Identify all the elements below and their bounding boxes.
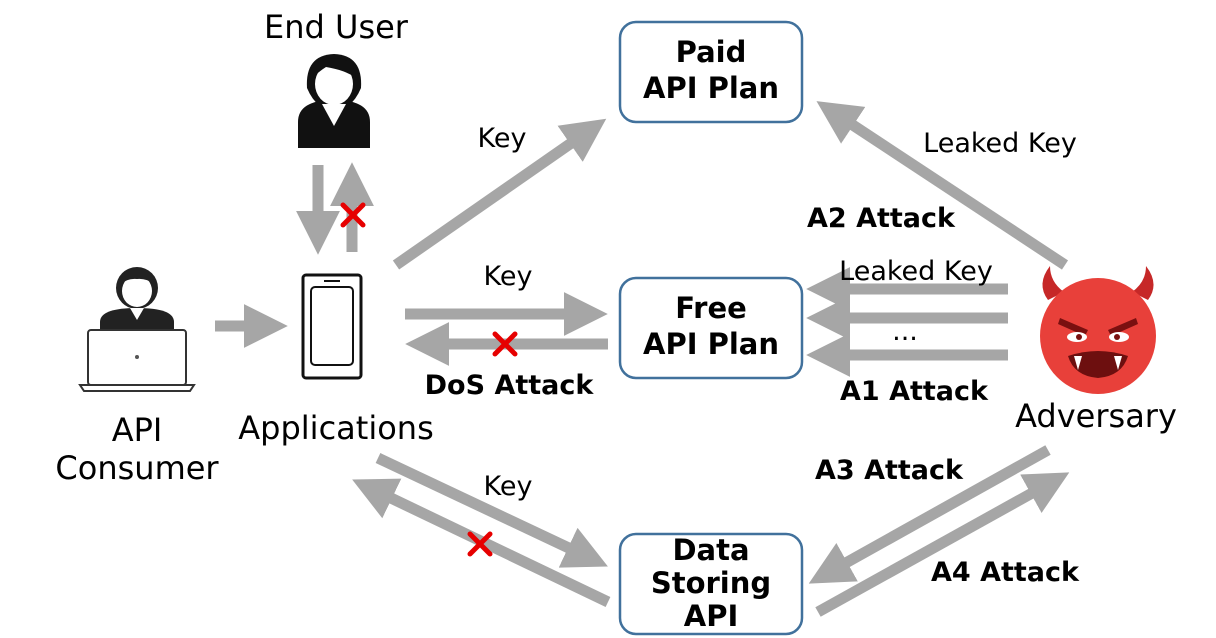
user-icon <box>298 54 370 148</box>
ellipsis-label: ... <box>892 316 918 347</box>
arrow-app-to-paid <box>392 118 607 270</box>
blocked-x-icon <box>467 531 493 557</box>
a3-attack-label: A3 Attack <box>815 455 964 486</box>
arrow-adv-to-data <box>808 445 1051 584</box>
leaked-key-paid-label: Leaked Key <box>923 128 1077 159</box>
devil-icon <box>1040 266 1156 394</box>
paid-plan-line2: API Plan <box>643 71 779 105</box>
laptop-user-icon <box>78 267 196 392</box>
paid-plan-box: Paid API Plan <box>618 20 804 124</box>
leaked-key-free-label: Leaked Key <box>839 256 993 287</box>
data-api-line3: API <box>684 599 739 633</box>
free-plan-box: Free API Plan <box>618 276 804 380</box>
free-plan-line1: Free <box>675 291 747 325</box>
a2-attack-label: A2 Attack <box>807 203 956 234</box>
a1-attack-label: A1 Attack <box>840 376 989 407</box>
arrows <box>215 101 1070 617</box>
arrow-data-to-app <box>352 478 611 607</box>
api-consumer-label-line1: API <box>112 411 163 449</box>
data-api-box: Data Storing API <box>618 532 804 636</box>
blocked-x-icon <box>492 331 518 357</box>
end-user-label: End User <box>264 8 409 46</box>
blocked-x-icon <box>340 202 366 228</box>
adversary-label: Adversary <box>1015 397 1177 435</box>
key-data-label: Key <box>484 471 533 502</box>
key-free-label: Key <box>484 261 533 292</box>
smartphone-icon <box>301 273 363 380</box>
data-api-line1: Data <box>672 533 749 567</box>
paid-plan-line1: Paid <box>676 35 747 69</box>
arrow-data-to-adv <box>815 472 1070 617</box>
key-paid-label: Key <box>478 123 527 154</box>
free-plan-line2: API Plan <box>643 327 779 361</box>
dos-attack-label: DoS Attack <box>425 370 595 401</box>
arrow-app-to-data <box>375 453 608 568</box>
data-api-line2: Storing <box>651 566 771 600</box>
arrow-adv-to-paid <box>816 101 1069 270</box>
api-consumer-label-line2: Consumer <box>55 449 219 487</box>
a4-attack-label: A4 Attack <box>931 557 1080 588</box>
applications-label: Applications <box>238 409 433 447</box>
